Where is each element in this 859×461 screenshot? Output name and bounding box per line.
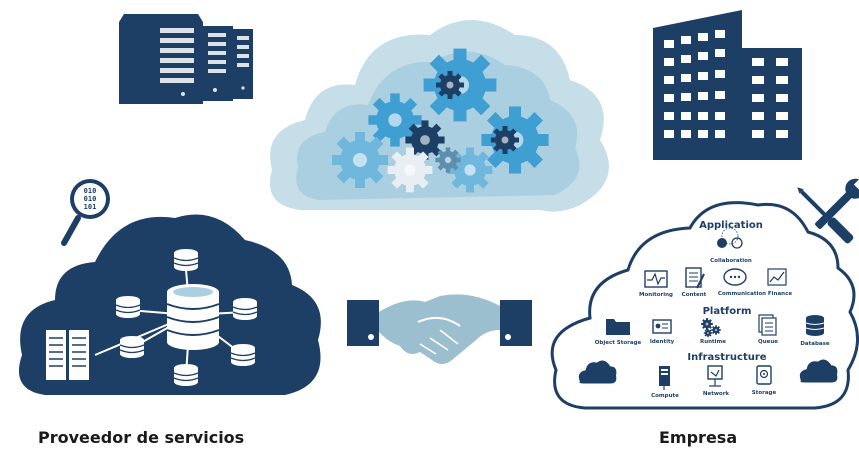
database-icon <box>805 315 825 336</box>
binary-row-2: 010 <box>84 195 97 203</box>
label-monitoring: Monitoring <box>639 292 673 298</box>
label-communication: Communication <box>718 291 766 297</box>
gear-cloud-icon <box>269 20 609 212</box>
section-infrastructure: Infrastructure <box>687 352 766 363</box>
label-runtime: Runtime <box>700 339 726 345</box>
compute-icon <box>659 366 670 390</box>
server-rack-icon <box>119 14 253 104</box>
network-icon <box>707 365 723 387</box>
binary-row-1: 010 <box>84 187 97 195</box>
label-network: Network <box>703 391 730 397</box>
communication-icon <box>723 268 747 286</box>
finance-icon <box>767 268 787 286</box>
enterprise-cloud: Application Collaboration Monitoring Con… <box>550 201 859 410</box>
binary-row-3: 101 <box>84 203 97 211</box>
storage-icon <box>756 365 772 385</box>
wrench-screwdriver-icon <box>797 177 859 244</box>
magnifier-binary-icon: 010 010 101 <box>61 179 110 246</box>
handshake-icon <box>347 294 532 364</box>
collaboration-icon <box>717 227 743 249</box>
enterprise-caption: Empresa <box>659 428 738 447</box>
label-collaboration: Collaboration <box>710 258 752 264</box>
identity-icon <box>652 319 672 334</box>
label-database: Database <box>800 341 830 347</box>
monitoring-icon <box>644 270 668 288</box>
queue-icon <box>758 314 777 336</box>
document-pages <box>46 330 89 380</box>
label-content: Content <box>682 292 707 298</box>
provider-caption: Proveedor de servicios <box>38 428 245 447</box>
office-building-icon <box>653 10 802 160</box>
label-object-storage: Object Storage <box>595 340 642 346</box>
object-storage-icon <box>606 319 630 335</box>
label-storage: Storage <box>752 390 777 396</box>
label-identity: Identity <box>650 339 675 345</box>
section-platform: Platform <box>703 306 752 317</box>
label-finance: Finance <box>768 291 792 297</box>
label-queue: Queue <box>758 339 778 345</box>
section-application: Application <box>699 220 763 231</box>
database-cloud-icon <box>18 214 321 395</box>
label-compute: Compute <box>651 393 679 399</box>
content-icon <box>685 267 705 289</box>
